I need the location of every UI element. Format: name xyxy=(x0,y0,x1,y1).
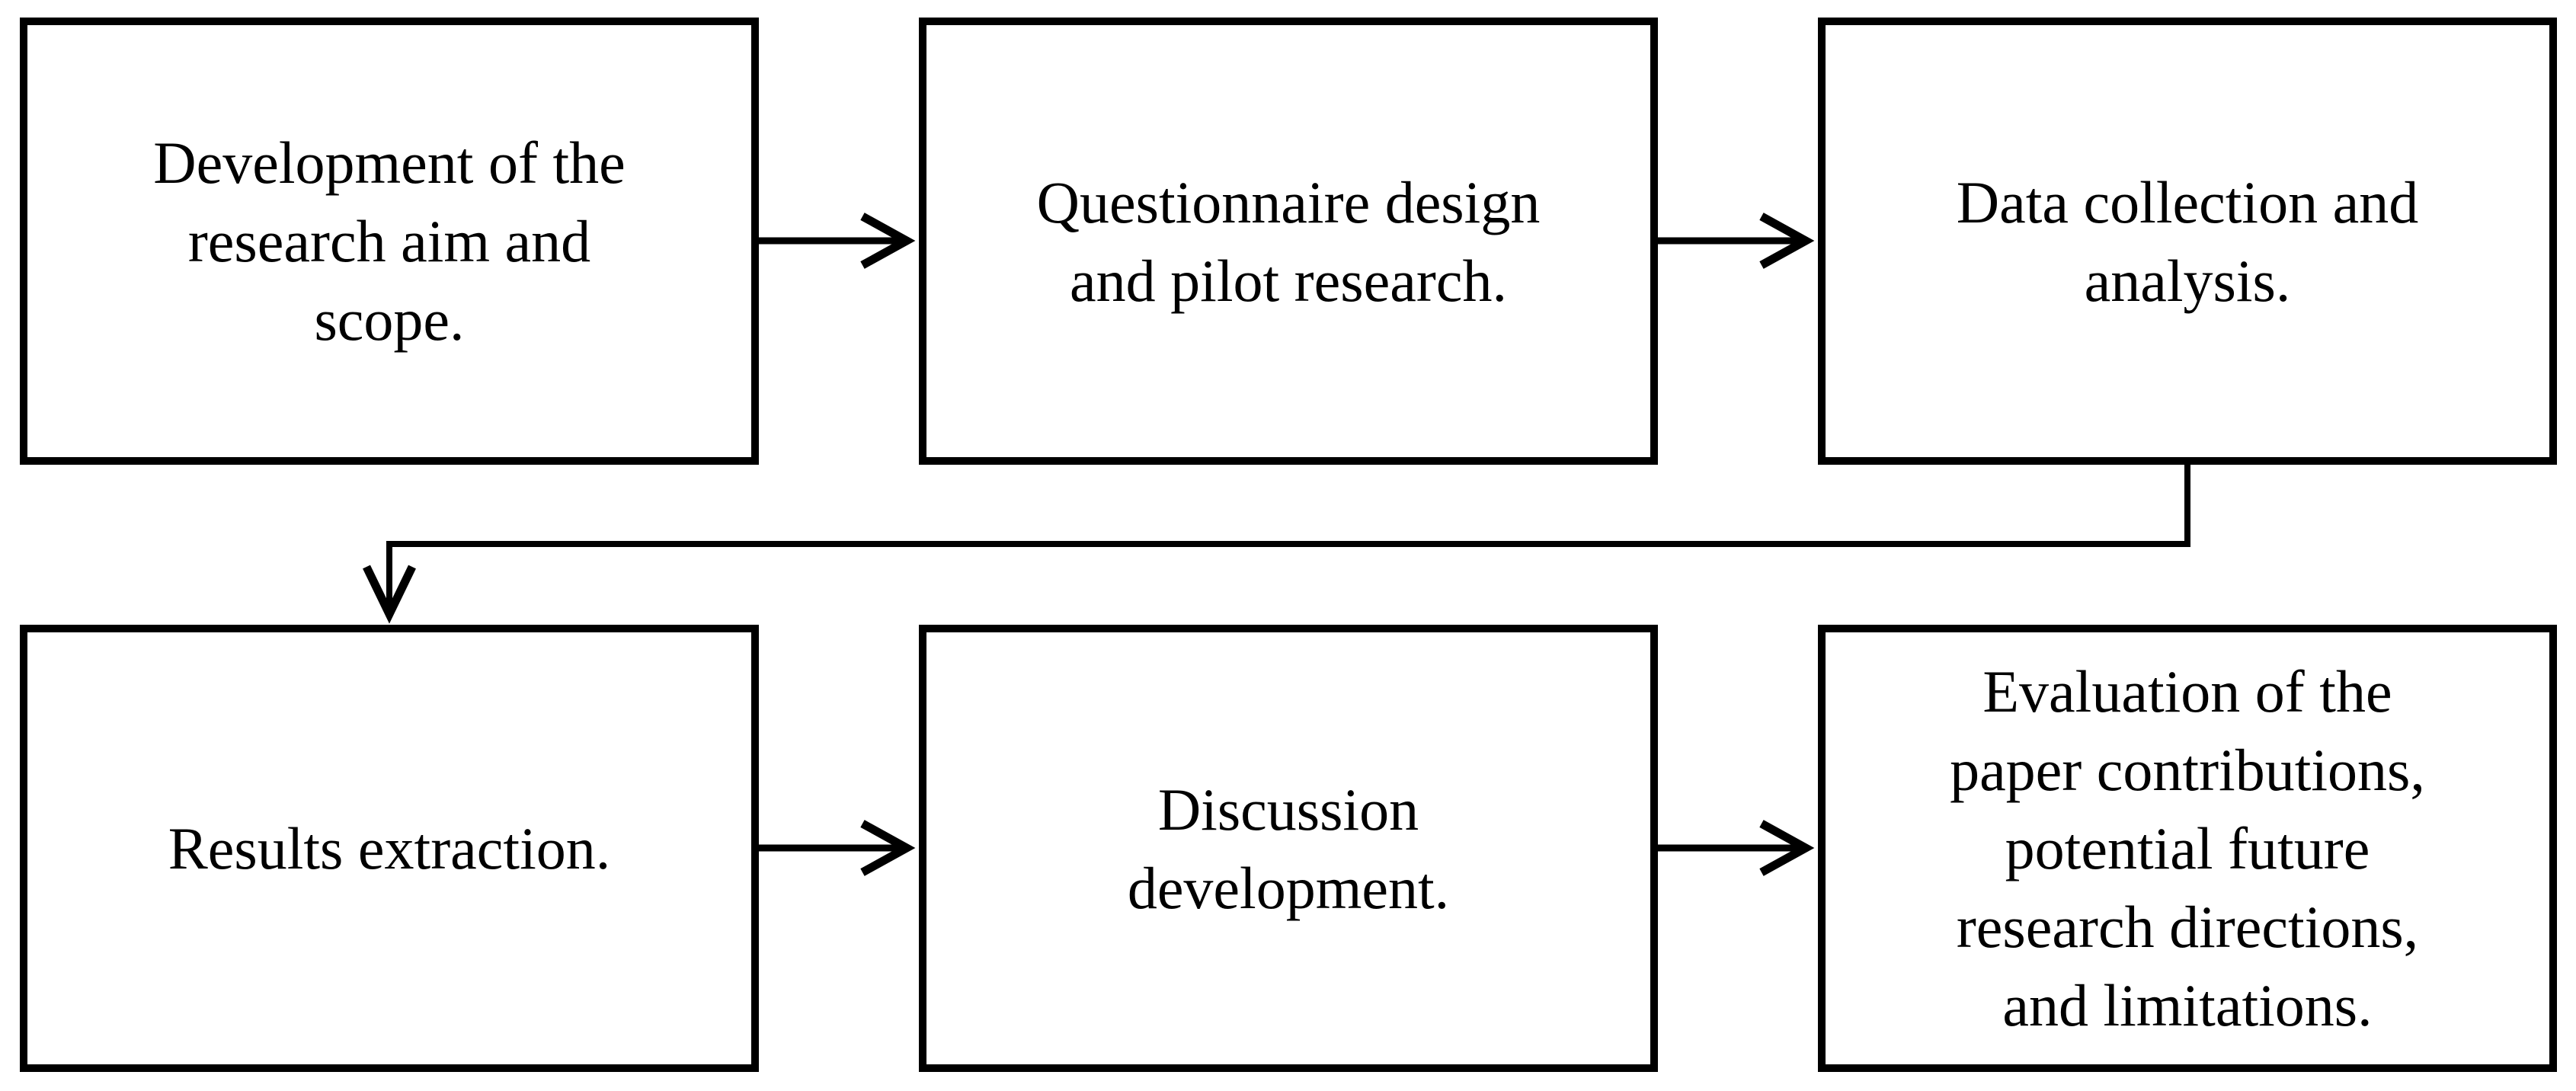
box-text-line: research aim and xyxy=(187,208,591,274)
box-text-line: analysis. xyxy=(2084,247,2291,314)
box-text-line: and limitations. xyxy=(2002,972,2373,1038)
box-text-line: potential future xyxy=(2005,815,2370,881)
arrow-box1-to-box2 xyxy=(759,213,916,269)
box-text-line: Evaluation of the xyxy=(1982,658,2392,725)
connector-box3-to-box4 xyxy=(363,462,2190,624)
box-text-line: research directions, xyxy=(1956,894,2419,960)
box-evaluation: Evaluation of the paper contributions, p… xyxy=(1818,625,2557,1072)
box-text-line: paper contributions, xyxy=(1950,737,2425,803)
arrow-box4-to-box5 xyxy=(759,820,916,876)
box-text-line: development. xyxy=(1127,854,1450,921)
box-text-line: Questionnaire design xyxy=(1036,168,1541,235)
box-text-line: Discussion xyxy=(1157,776,1419,843)
box-development-aim: Development of the research aim and scop… xyxy=(20,18,759,465)
box-text-line: Development of the xyxy=(153,130,626,196)
box-text-line: scope. xyxy=(314,286,465,353)
box-text-line: and pilot research. xyxy=(1070,247,1507,314)
box-text-line: Results extraction. xyxy=(168,815,611,881)
box-text-line: Data collection and xyxy=(1956,168,2419,235)
arrow-box5-to-box6 xyxy=(1658,820,1815,876)
box-data-collection: Data collection and analysis. xyxy=(1818,18,2557,465)
box-results-extraction: Results extraction. xyxy=(20,625,759,1072)
arrow-box2-to-box3 xyxy=(1658,213,1815,269)
box-discussion-development: Discussion development. xyxy=(919,625,1658,1072)
box-questionnaire-design: Questionnaire design and pilot research. xyxy=(919,18,1658,465)
